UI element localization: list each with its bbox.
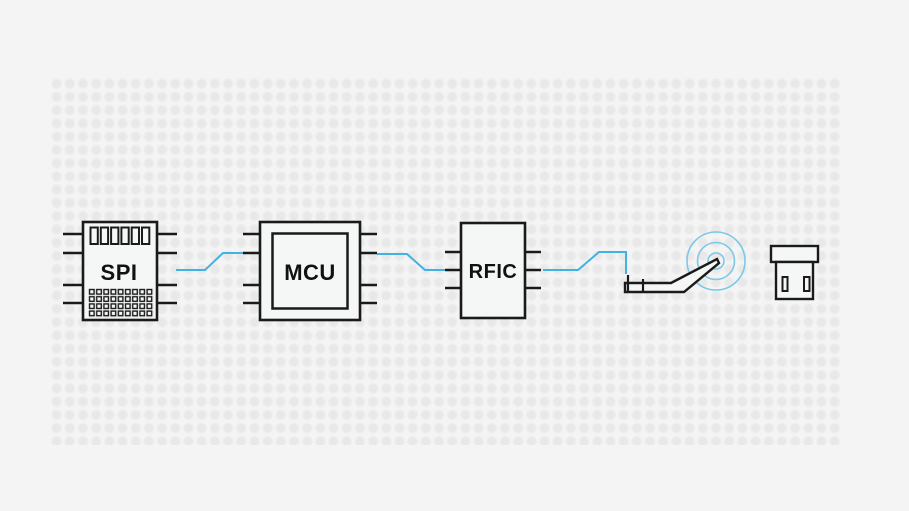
link-rfic-antenna [543, 251, 627, 274]
antenna-feed-pins [626, 275, 645, 292]
link-spi-mcu [176, 252, 246, 271]
usb-contact-left [781, 276, 789, 292]
spi-pins [63, 232, 177, 305]
link-mcu-rfic [377, 253, 446, 271]
mcu-chip-node: MCU [243, 220, 377, 322]
usb-dongle-cap [769, 244, 820, 264]
mcu-label: MCU [284, 260, 336, 285]
dot-grid-background [50, 77, 842, 445]
pcb-antenna-icon [623, 257, 721, 294]
mcu-chip-die [271, 232, 349, 310]
rfic-chip-body [459, 221, 527, 320]
mcu-chip-body [258, 220, 362, 322]
usb-contact-right [803, 276, 811, 292]
rfic-label: RFIC [469, 261, 518, 283]
spi-chip-node: SPI [63, 220, 177, 322]
rfic-pins [445, 250, 541, 290]
rfic-chip-node: RFIC [445, 221, 541, 320]
radio-waves-icon [686, 231, 746, 291]
usb-dongle-icon [769, 244, 820, 301]
spi-top-slots [89, 226, 151, 245]
spi-bga-grid [88, 288, 154, 318]
usb-dongle-body [774, 260, 815, 301]
antenna-blade [623, 257, 721, 294]
spi-label: SPI [101, 260, 138, 285]
mcu-pins [243, 232, 377, 305]
